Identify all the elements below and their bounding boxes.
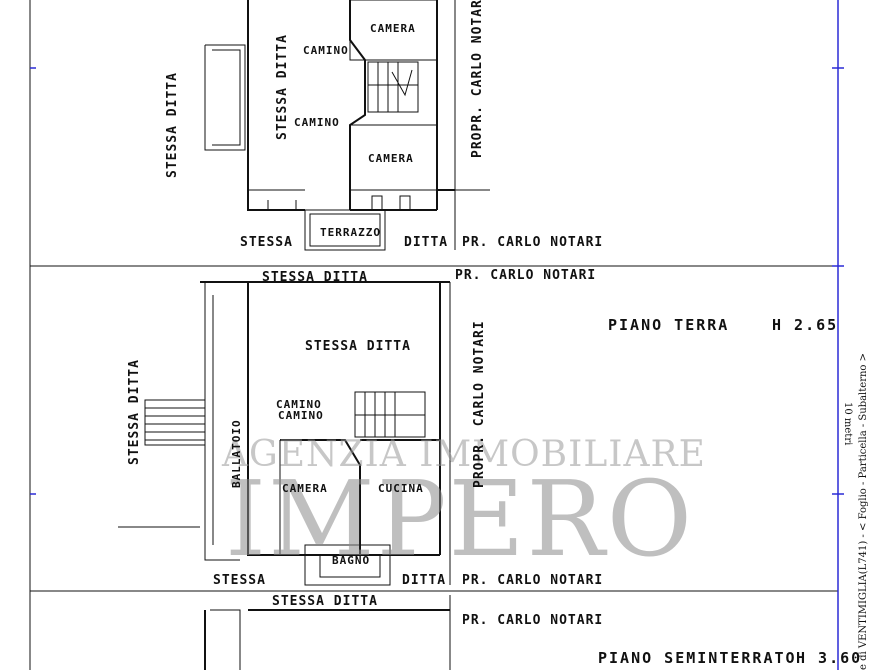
label-pr-carlo-notari-top: PR. CARLO NOTARI — [462, 235, 603, 250]
floor-title-piano-seminterrato: PIANO SEMINTERRATO — [598, 649, 797, 667]
room-label-camera-ground: CAMERA — [282, 482, 328, 495]
label-stessa-ditta-ground-left: STESSA DITTA — [127, 359, 142, 465]
label-stessa-ditta-ground-top: STESSA DITTA — [262, 270, 368, 285]
label-ditta-top: DITTA — [404, 235, 448, 250]
watermark-line2: IMPERO — [225, 458, 694, 580]
floor-title-piano-terra: PIANO TERRA — [608, 316, 729, 334]
label-pr-carlo-notari-ground-bottom: PR. CARLO NOTARI — [462, 573, 603, 588]
room-label-camera-top: CAMERA — [370, 22, 416, 35]
label-camino-ground-1: CAMINO — [276, 398, 322, 411]
label-propr-carlo-notari-top: PROPR. CARLO NOTARI — [470, 0, 485, 158]
label-terrazzo: TERRAZZO — [320, 226, 381, 239]
label-stessa-ditta-ground-center: STESSA DITTA — [305, 339, 411, 354]
label-pr-carlo-notari-ground-top: PR. CARLO NOTARI — [455, 268, 596, 283]
cadastral-reference: e di VENTIMIGLIA(L741) - < Foglio - Part… — [858, 353, 869, 670]
room-label-bagno: BAGNO — [332, 554, 370, 567]
label-ballatoio: BALLATOIO — [230, 419, 243, 488]
room-label-cucina: CUCINA — [378, 482, 424, 495]
label-camino-ground-2: CAMINO — [278, 409, 324, 422]
ground-floor-plan — [118, 281, 451, 586]
label-ditta-ground: DITTA — [402, 573, 446, 588]
floor-height-piano-terra: H 2.65 — [772, 316, 838, 334]
label-stessa-ground: STESSA — [213, 573, 266, 588]
basement-floor-plan — [204, 595, 451, 670]
label-camino-top-1: CAMINO — [303, 44, 349, 57]
label-pr-carlo-notari-basement: PR. CARLO NOTARI — [462, 613, 603, 628]
scale-label: 10 metri — [842, 402, 853, 445]
upper-floor-plan — [204, 0, 490, 251]
sheet-frame — [29, 0, 844, 670]
label-stessa-ditta-vert: STESSA DITTA — [275, 34, 290, 140]
label-stessa-ditta-basement: STESSA DITTA — [272, 594, 378, 609]
label-camino-top-2: CAMINO — [294, 116, 340, 129]
floor-height-piano-seminterrato: H 3.60 — [796, 649, 862, 667]
label-stessa-top: STESSA — [240, 235, 293, 250]
label-propr-carlo-notari-ground: PROPR. CARLO NOTARI — [472, 320, 487, 488]
agency-watermark: AGENZIA IMMOBILIARE IMPERO — [221, 434, 706, 580]
label-stessa-ditta-left: STESSA DITTA — [165, 72, 180, 178]
watermark-line1: AGENZIA IMMOBILIARE — [221, 434, 706, 475]
room-label-camera-top-2: CAMERA — [368, 152, 414, 165]
